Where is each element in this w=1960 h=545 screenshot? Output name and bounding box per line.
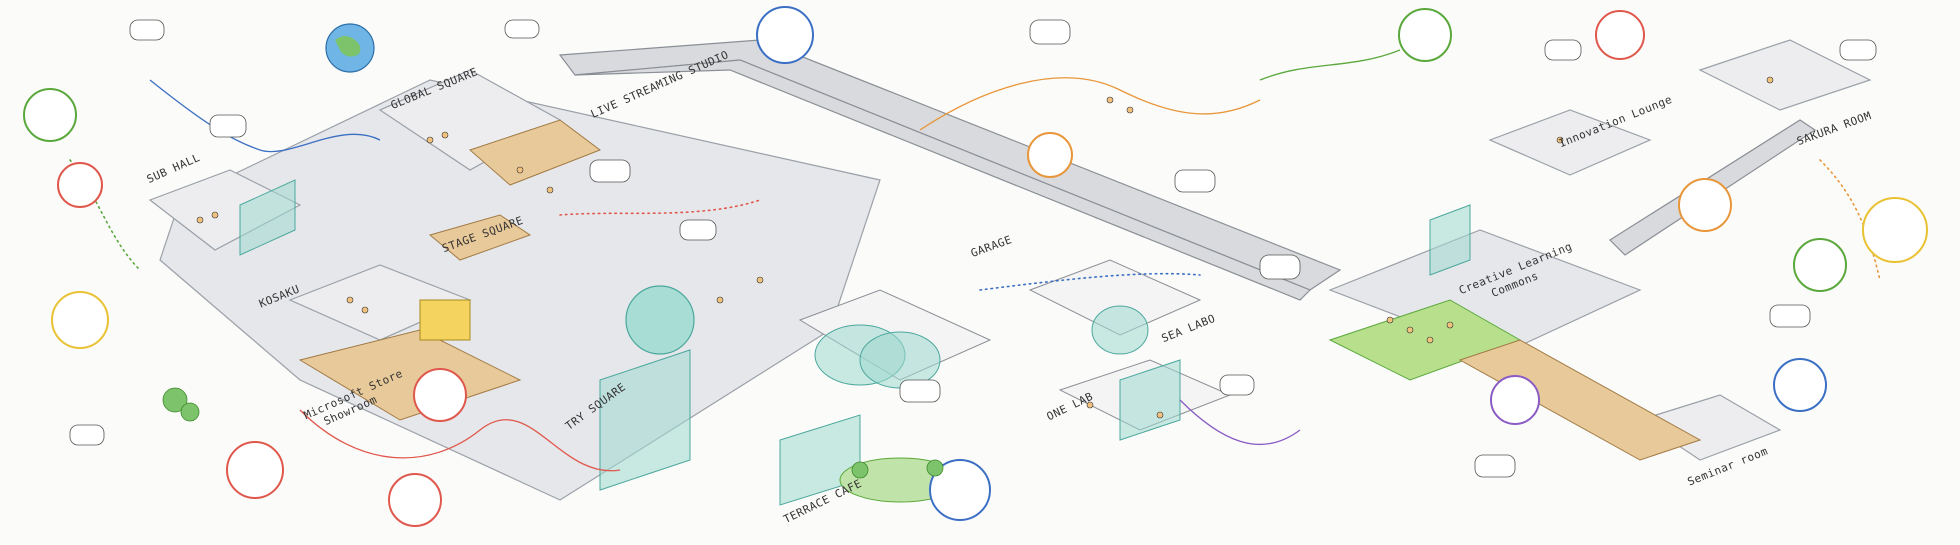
one-lab-glass bbox=[1119, 359, 1181, 441]
journey-line-blue bbox=[149, 79, 381, 153]
journey-line-green bbox=[1259, 49, 1401, 81]
portrait-circle bbox=[1595, 10, 1645, 60]
portrait-circle bbox=[413, 368, 467, 422]
stage-square-stage bbox=[428, 214, 532, 261]
sea-labo-dome bbox=[1091, 305, 1149, 355]
portrait-circle bbox=[1678, 178, 1732, 232]
portrait-circle bbox=[929, 459, 991, 521]
portrait-circle bbox=[23, 88, 77, 142]
portrait-circle bbox=[1027, 132, 1073, 178]
globe-sculpture bbox=[625, 285, 695, 355]
portrait-circle bbox=[1793, 238, 1847, 292]
portrait-circle bbox=[226, 441, 284, 499]
try-square-glass bbox=[599, 349, 691, 491]
portrait-circle bbox=[1398, 8, 1452, 62]
journey-line-orange bbox=[919, 77, 1261, 131]
speech-bubbles bbox=[69, 19, 1877, 478]
portrait-circle bbox=[57, 162, 103, 208]
innovation-lounge-upper bbox=[1698, 39, 1872, 111]
people-crowd bbox=[196, 76, 1774, 419]
journey-dots-orange bbox=[1819, 159, 1881, 281]
portrait-circle bbox=[1490, 375, 1540, 425]
kosaku-yellow-wall bbox=[419, 299, 471, 341]
tree-icons bbox=[162, 387, 944, 479]
journey-dots-red bbox=[559, 199, 761, 216]
global-square-deck bbox=[469, 119, 602, 186]
portrait-circle bbox=[51, 291, 109, 349]
portrait-circle bbox=[756, 6, 814, 64]
corridor-lower bbox=[574, 59, 1312, 301]
sub-hall-floor bbox=[148, 169, 302, 251]
journey-dots-blue bbox=[979, 272, 1201, 291]
journey-line-red bbox=[299, 409, 621, 472]
sub-hall-glass bbox=[239, 179, 296, 256]
innovation-lounge-floor bbox=[1488, 109, 1652, 176]
commons-glass bbox=[1429, 204, 1471, 276]
journey-line-purple bbox=[1179, 399, 1301, 446]
portrait-circle bbox=[1773, 358, 1827, 412]
portrait-circle bbox=[388, 473, 442, 527]
seminar-ramp bbox=[1458, 339, 1702, 461]
portrait-circle bbox=[1862, 197, 1928, 263]
